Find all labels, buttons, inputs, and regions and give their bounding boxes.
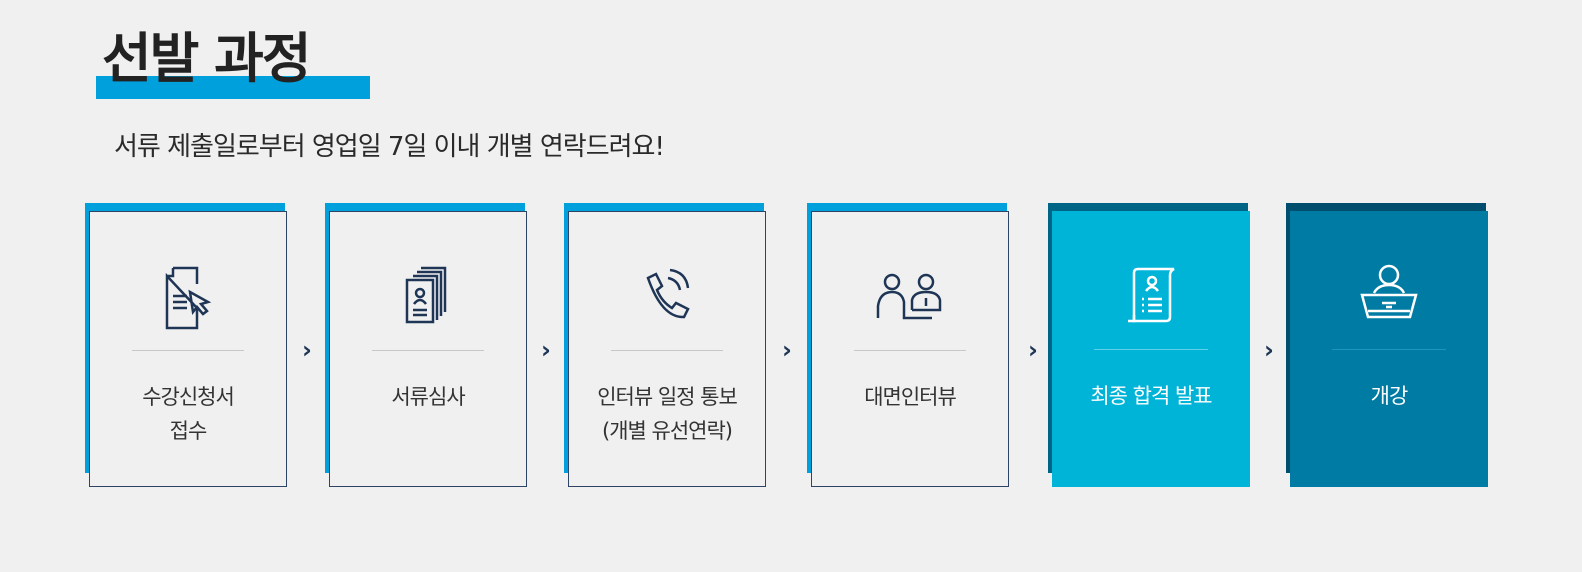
label-line: 인터뷰 일정 통보 [597, 385, 738, 409]
label-line: 접수 [169, 419, 208, 443]
resume-stack-icon [405, 266, 447, 324]
divider [1332, 349, 1446, 350]
label-line: 수강신청서 [142, 385, 235, 409]
subtitle: 서류 제출일로부터 영업일 7일 이내 개별 연락드려요! [114, 132, 665, 162]
title-block: 선발 과정 [96, 24, 370, 99]
divider [132, 350, 244, 351]
step-label: 개강 [1290, 379, 1488, 413]
step-in-person-interview: 대면인터뷰 [807, 203, 1011, 489]
label-line: 대면인터뷰 [864, 385, 957, 409]
chevron-right-icon: › [541, 336, 551, 364]
chevron-right-icon: › [1028, 336, 1038, 364]
step-label: 서류심사 [330, 380, 526, 414]
phone-icon [646, 268, 690, 319]
chevron-right-icon: › [302, 336, 312, 364]
chevron-right-icon: › [782, 336, 792, 364]
lecturer-icon [1360, 264, 1418, 319]
step-label: 대면인터뷰 [812, 380, 1008, 414]
step-interview-schedule: 인터뷰 일정 통보 (개별 유선연락) [564, 203, 768, 489]
step-course-start: 개강 [1286, 203, 1490, 489]
divider [372, 350, 484, 351]
step-card: 개강 [1290, 211, 1488, 487]
step-label: 최종 합격 발표 [1052, 379, 1250, 413]
divider [1094, 349, 1208, 350]
label-line: 서류심사 [391, 385, 465, 409]
title-underline [96, 76, 370, 99]
interview-icon [876, 273, 942, 320]
certificate-icon [1128, 267, 1175, 323]
chevron-right-icon: › [1264, 336, 1274, 364]
label-line: 최종 합격 발표 [1090, 384, 1212, 408]
document-cursor-icon [165, 266, 212, 330]
divider [611, 350, 723, 351]
step-document-review: 서류심사 [325, 203, 529, 489]
step-card: 대면인터뷰 [811, 211, 1009, 487]
step-card: 최종 합격 발표 [1052, 211, 1250, 487]
label-line: (개별 유선연락) [602, 419, 733, 443]
step-card: 서류심사 [329, 211, 527, 487]
step-label: 인터뷰 일정 통보 (개별 유선연락) [569, 380, 765, 448]
step-card: 인터뷰 일정 통보 (개별 유선연락) [568, 211, 766, 487]
divider [854, 350, 966, 351]
page-title: 선발 과정 [102, 27, 312, 90]
step-final-announcement: 최종 합격 발표 [1048, 203, 1252, 489]
label-line: 개강 [1370, 384, 1409, 408]
